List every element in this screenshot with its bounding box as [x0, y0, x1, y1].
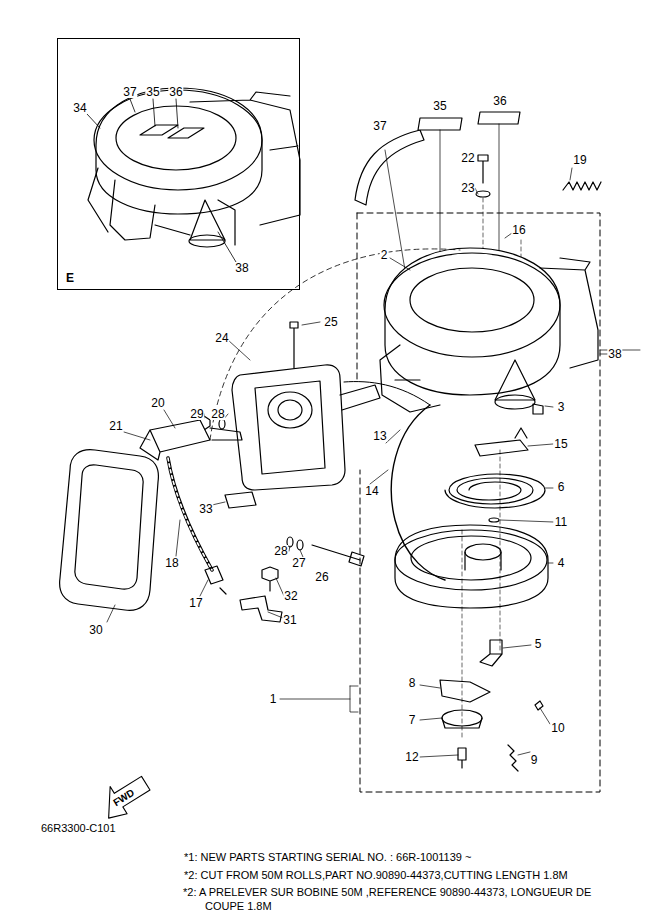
rope-guide	[232, 322, 380, 490]
callout-number: 35	[145, 86, 160, 98]
callout-number: 29	[189, 408, 204, 420]
callout-number: 37	[122, 86, 137, 98]
callout-number: 19	[572, 154, 587, 166]
callout-number: 26	[314, 571, 329, 583]
callout-number: 36	[492, 95, 507, 107]
callout-number: 3	[557, 401, 566, 413]
inset-housing	[88, 88, 300, 247]
callout-number: 33	[198, 503, 213, 515]
callout-number: 12	[404, 751, 419, 763]
callout-number: 6	[557, 481, 566, 493]
callout-number: 10	[550, 722, 565, 734]
callout-number: 21	[108, 420, 123, 432]
callout-number: 28	[210, 408, 225, 420]
callout-number: 28	[273, 545, 288, 557]
callout-number: 34	[72, 102, 87, 114]
callout-number: 32	[283, 590, 298, 602]
callout-number: 36	[168, 86, 183, 98]
callout-number: 9	[530, 754, 539, 766]
callout-number: 17	[188, 597, 203, 609]
callout-number: 20	[150, 397, 165, 409]
callout-number: 22	[460, 152, 475, 164]
starter-housing	[380, 248, 598, 414]
callout-number: 25	[323, 316, 338, 328]
inset-frame: E	[57, 38, 300, 290]
starter-handle	[60, 450, 159, 611]
callout-number: 37	[372, 120, 387, 132]
callout-number: 30	[88, 624, 103, 636]
callout-number: 14	[364, 485, 379, 497]
callout-number: 38	[234, 262, 249, 274]
view-letter: E	[66, 271, 74, 285]
note-text: *2: A PRELEVER SUR BOBINE 50M ,REFERENCE…	[183, 886, 604, 913]
callout-number: 8	[408, 677, 417, 689]
callout-number: 11	[554, 516, 568, 528]
callout-number: 5	[534, 638, 543, 650]
callout-number: 16	[511, 224, 526, 236]
callout-number: 24	[214, 332, 229, 344]
callout-number: 7	[408, 714, 417, 726]
callout-number: 15	[553, 438, 568, 450]
callout-number: 38	[607, 348, 622, 360]
note-text: *2: CUT FROM 50M ROLLS,PART NO.90890-443…	[183, 869, 569, 883]
callout-number: 1	[269, 693, 278, 705]
callout-number: 18	[164, 557, 179, 569]
callout-number: 13	[372, 430, 387, 442]
callout-number: 4	[557, 557, 566, 569]
note-text: *1: NEW PARTS STARTING SERIAL NO. : 66R-…	[183, 851, 472, 865]
callout-number: 31	[282, 614, 297, 626]
callout-number: 23	[460, 182, 475, 194]
callout-number: 35	[432, 100, 447, 112]
callout-number: 27	[291, 557, 306, 569]
figure-code: 66R3300-C101	[40, 823, 117, 834]
callout-number: 2	[380, 249, 389, 261]
